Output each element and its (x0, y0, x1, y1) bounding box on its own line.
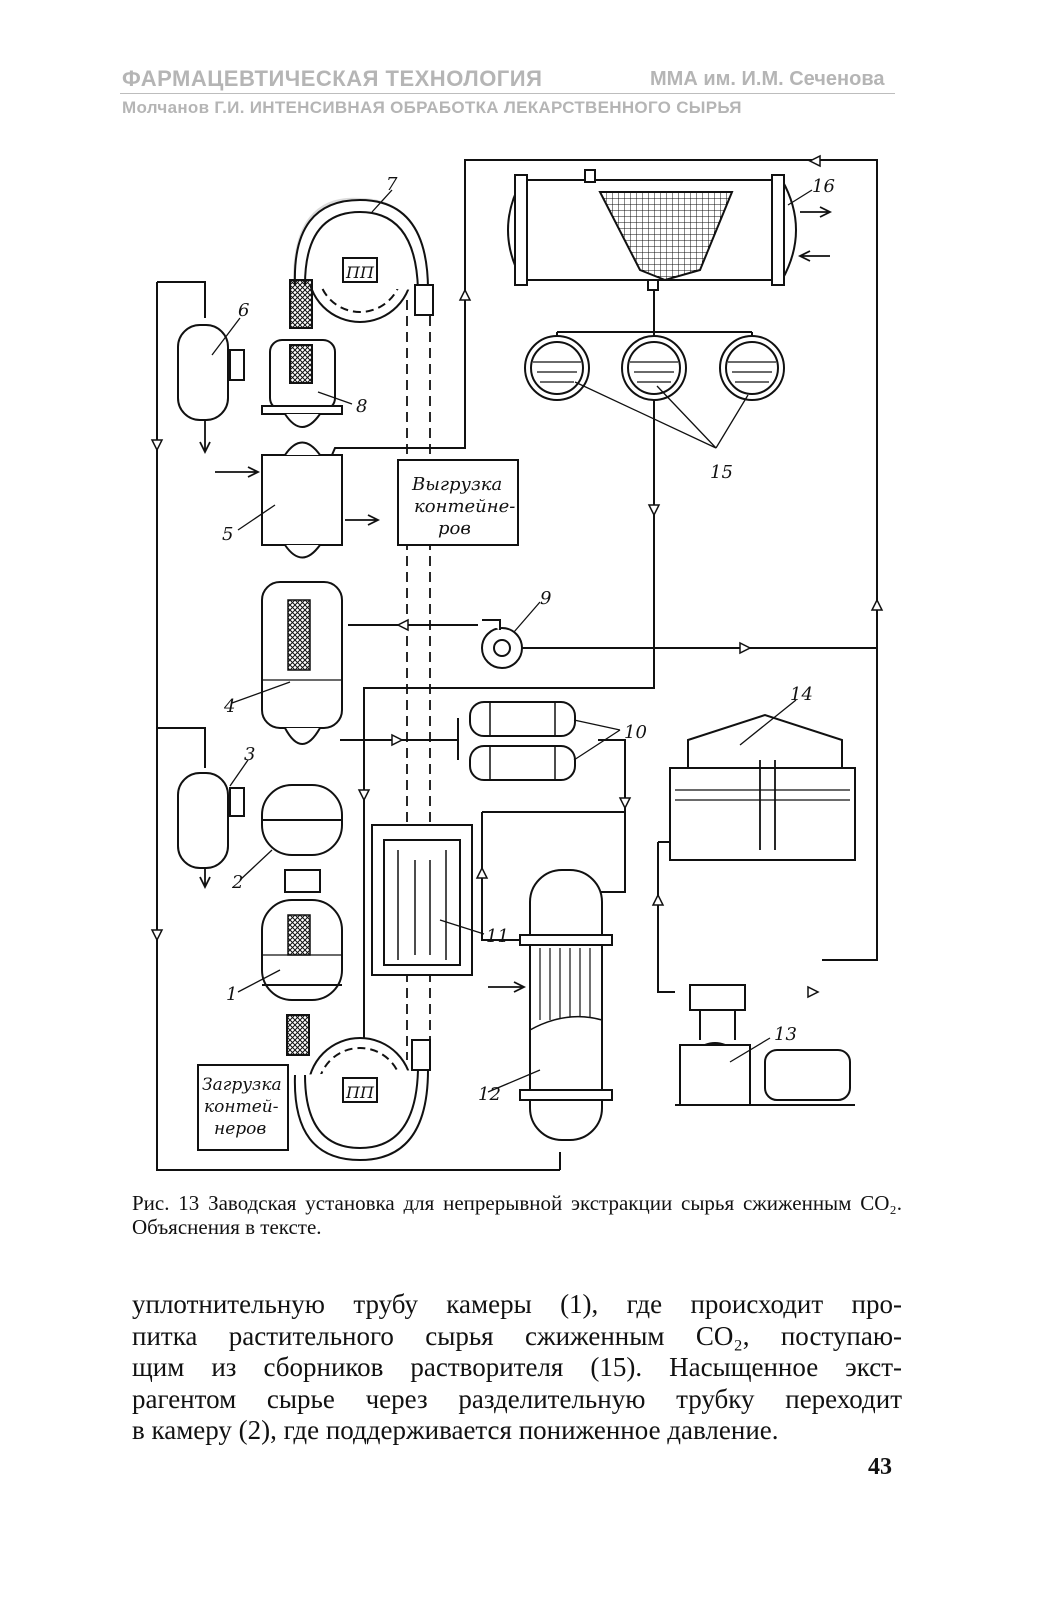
process-diagram: Выгрузка контейне- ров Загрузка контей- … (150, 154, 884, 1171)
load-box-line-1: Загрузка (202, 1075, 282, 1095)
figure-caption: Рис. 13 Заводская установка для непрерыв… (132, 1191, 902, 1239)
label-9: 9 (540, 588, 551, 609)
label-1: 1 (226, 984, 237, 1005)
load-box-line-3: неров (214, 1119, 266, 1139)
tank-3 (177, 772, 245, 890)
unload-box-line-2: контейне- (414, 496, 515, 517)
body-line: уплотнительную трубу камеры (1), где про… (132, 1289, 902, 1319)
heat-exchangers-10 (469, 701, 576, 781)
unload-box-line-1: Выгрузка (411, 474, 502, 495)
solvent-collectors-15 (524, 331, 785, 449)
tank-6 (177, 324, 245, 455)
label-12: 12 (478, 1084, 501, 1105)
compressor-13 (675, 984, 855, 1106)
pump-9 (481, 619, 523, 669)
separator-12 (488, 869, 613, 1141)
unload-box (397, 459, 519, 546)
label-6: 6 (238, 300, 249, 321)
load-box (197, 1064, 289, 1151)
label-15: 15 (710, 462, 733, 483)
body-line: в камеру (2), где поддерживается понижен… (132, 1415, 779, 1445)
body-line: щим из сборников растворителя (15). Насы… (132, 1352, 902, 1382)
motor-symbol-top: ПП (345, 263, 375, 282)
load-box-line-2: контей- (204, 1097, 279, 1117)
label-3: 3 (244, 744, 255, 765)
header-rule (120, 93, 895, 94)
loading-wheel-7 (289, 197, 434, 329)
unloading-wheel (286, 1014, 431, 1162)
label-13: 13 (774, 1024, 797, 1045)
label-16: 16 (812, 176, 835, 197)
pipe-return (331, 159, 878, 961)
condenser-16 (507, 169, 833, 291)
label-2: 2 (231, 872, 243, 893)
label-5: 5 (222, 524, 233, 545)
label-10: 10 (624, 722, 647, 743)
pipe-15-down (363, 380, 655, 1150)
header-title-right: ММА им. И.М. Сеченова (650, 68, 885, 90)
label-7: 7 (386, 174, 398, 195)
label-11: 11 (486, 926, 509, 947)
body-paragraph: уплотнительную трубу камеры (1), где про… (132, 1289, 902, 1447)
header-title-left: ФАРМАЦЕВТИЧЕСКАЯ ТЕХНОЛОГИЯ (122, 66, 543, 91)
header-subtitle: Молчанов Г.И. ИНТЕНСИВНАЯ ОБРАБОТКА ЛЕКА… (122, 98, 742, 117)
pipe-6-top (157, 281, 206, 318)
motor-symbol-bottom: ПП (345, 1083, 375, 1102)
unload-box-line-3: ров (438, 518, 471, 539)
label-8: 8 (356, 396, 367, 417)
page-number: 43 (868, 1454, 892, 1480)
body-line: питка растительного сырья сжиженным CO₂,… (132, 1320, 902, 1351)
pipe-3-top (157, 727, 206, 768)
label-4: 4 (223, 696, 235, 717)
tank-14 (669, 713, 856, 861)
unit-11 (371, 824, 473, 976)
label-14: 14 (790, 684, 813, 705)
pipe-left-main (156, 282, 560, 1171)
extraction-column (215, 339, 381, 1001)
body-line: рагентом сырье через разделительную труб… (132, 1383, 902, 1414)
